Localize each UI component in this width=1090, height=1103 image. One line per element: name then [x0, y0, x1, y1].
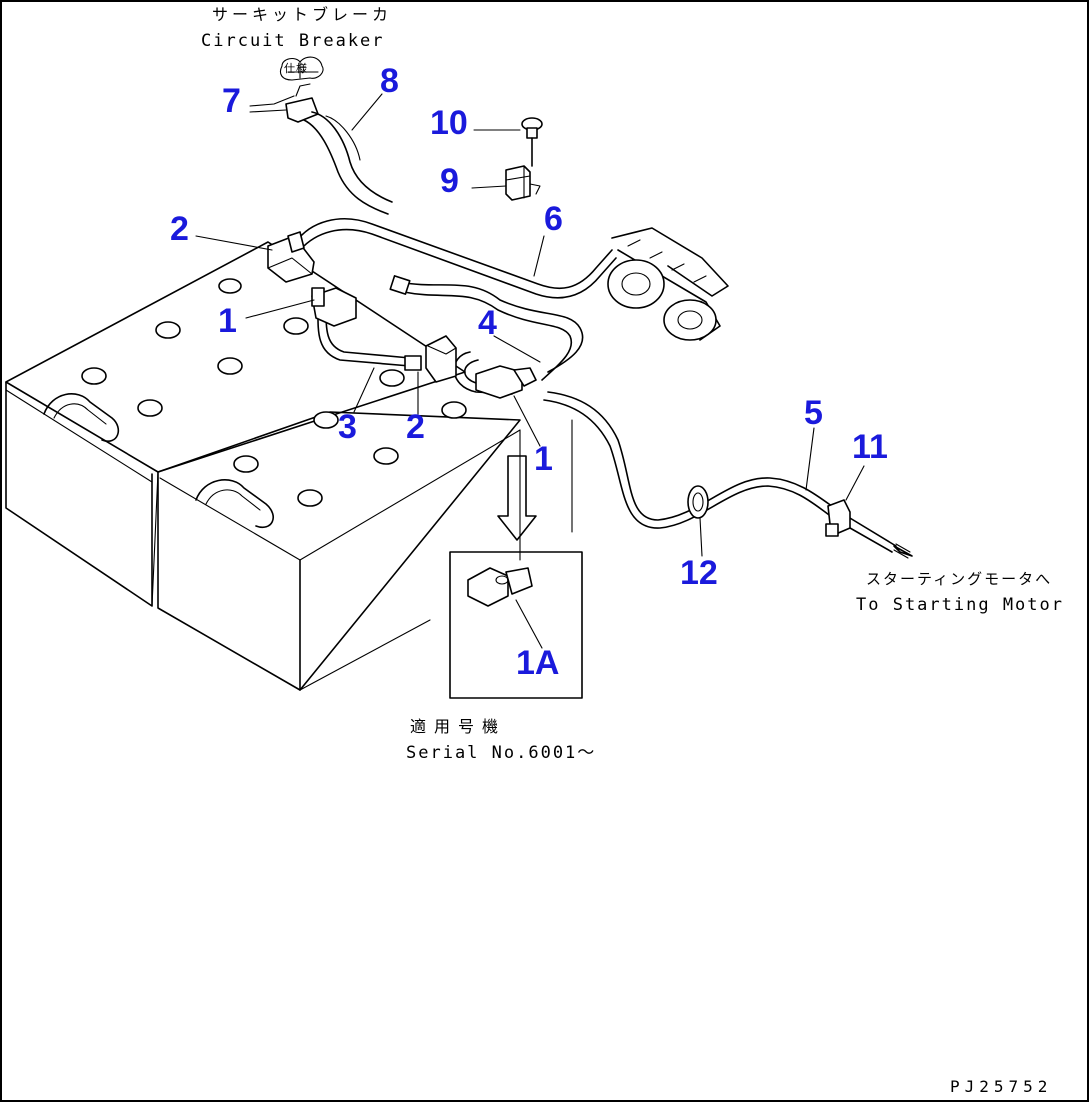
battery-terminal [233, 369, 467, 507]
callout-7: 7 [222, 82, 241, 120]
detail-box-1A [449, 551, 583, 699]
callout-5: 5 [804, 394, 823, 432]
callout-12: 12 [680, 554, 718, 592]
breaker-tag: 仕様 [284, 61, 308, 75]
callout-8: 8 [380, 62, 399, 100]
battery-left [5, 241, 466, 607]
callout-2-upper: 2 [170, 210, 189, 248]
callout-1A: 1A [516, 644, 559, 682]
serial-note-jp: 適用号機 [410, 717, 506, 736]
callout-11: 11 [852, 428, 888, 466]
bolt-10 [521, 117, 543, 167]
cable-6 [295, 218, 613, 290]
terminal-cover-2-lower [425, 335, 457, 383]
callout-2-lower: 2 [406, 408, 425, 446]
serial-note-en: Serial No.6001～ [406, 743, 596, 763]
circuit-breaker-note-en: Circuit Breaker [201, 31, 385, 51]
starting-motor-note-en: To Starting Motor [856, 595, 1064, 615]
callout-1-lower: 1 [534, 440, 553, 478]
detail-arrow [497, 455, 537, 541]
clamp-11 [825, 499, 851, 537]
clamp-9 [505, 165, 541, 201]
grommet-12 [687, 485, 709, 519]
notes: サーキットブレーカ Circuit Breaker 仕様 スターティングモータへ… [201, 5, 1064, 1096]
callout-10: 10 [430, 104, 468, 142]
drawing-code: PJ25752 [950, 1077, 1052, 1096]
callout-4: 4 [478, 304, 497, 342]
circuit-breaker-note-jp: サーキットブレーカ [212, 5, 392, 24]
battery-right [157, 369, 573, 691]
callout-1-upper: 1 [218, 302, 237, 340]
frame-bracket [607, 227, 729, 341]
cable-5 [547, 391, 841, 521]
callout-labels: 7 8 10 9 6 2 1 4 3 2 1 1A 5 11 12 [170, 62, 888, 682]
terminal-1-lower [475, 365, 537, 399]
cable-4 [399, 281, 584, 373]
circuit-breaker-detail [279, 56, 393, 215]
terminal-cover-2-upper [267, 231, 315, 283]
callout-6: 6 [544, 200, 563, 238]
starting-motor-note-jp: スターティングモータへ [866, 570, 1052, 588]
terminal-1-upper [311, 287, 357, 327]
callout-9: 9 [440, 162, 459, 200]
callout-3: 3 [338, 408, 357, 446]
leader-lines [195, 93, 865, 649]
battery-terminal [81, 278, 309, 417]
